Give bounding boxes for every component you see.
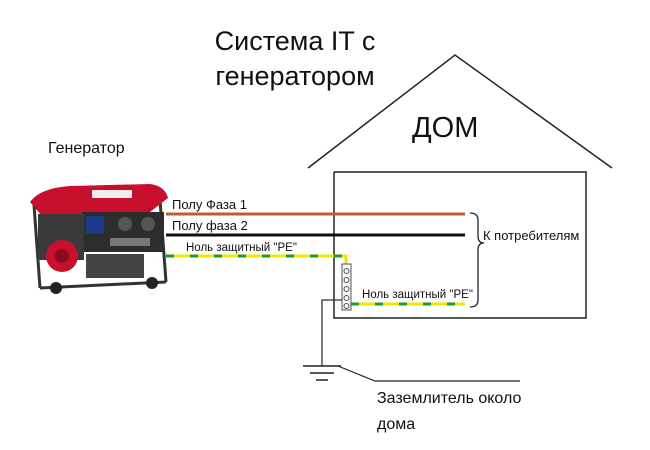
ground-icon <box>303 365 341 381</box>
house-walls <box>333 171 587 319</box>
house-roof <box>307 54 613 169</box>
diagram-title: Система IT с генератором <box>214 26 376 92</box>
generator-icon <box>30 184 168 294</box>
pe-wire-generator <box>166 254 348 268</box>
pe-house-label: Ноль защитный "PE" <box>362 289 473 301</box>
pe-generator-label: Ноль защитный "PE" <box>186 242 297 254</box>
earth-wire <box>321 299 342 366</box>
earth-electrode-label: Заземлитель около дома <box>377 390 522 433</box>
pe-busbar <box>341 263 352 311</box>
consumers-brace <box>469 212 485 308</box>
phase1-label: Полу Фаза 1 <box>172 197 247 212</box>
earth-leader-line <box>337 365 520 382</box>
phase2-label: Полу фаза 2 <box>172 218 248 233</box>
consumers-label: К потребителям <box>483 228 580 243</box>
generator-label: Генератор <box>48 140 125 157</box>
house-label: ДОМ <box>412 112 479 144</box>
